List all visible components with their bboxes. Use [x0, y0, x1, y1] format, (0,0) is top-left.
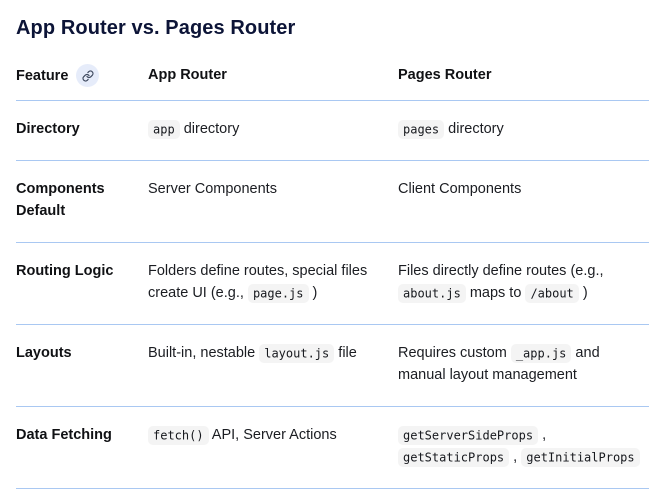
pages-router-cell: Client Components: [398, 181, 522, 197]
inline-code-chip: fetch(): [148, 425, 209, 445]
inline-code-chip: layout.js: [259, 343, 335, 363]
inline-code-chip: app: [148, 119, 180, 139]
app-router-cell: app directory: [148, 101, 398, 160]
table-row: Layouts Built-in, nestable layout.js file…: [16, 324, 649, 406]
feature-label: Directory: [16, 121, 80, 137]
pages-router-cell: Files directly define routes (e.g., abou…: [398, 263, 604, 303]
page-title: App Router vs. Pages Router: [16, 17, 296, 39]
pages-router-cell: pages directory: [398, 101, 649, 160]
app-router-cell: Built-in, nestable layout.js file: [148, 343, 357, 363]
inline-code-chip: _app.js: [510, 343, 572, 363]
table-row: Components Default Server Components Clien…: [16, 160, 649, 242]
feature-header-label: Feature: [16, 67, 69, 84]
pages-router-cell: Requires custom _app.js and manual layou…: [398, 343, 600, 383]
inline-code-chip: getInitialProps: [521, 447, 640, 467]
app-router-cell: Folders define routes, special files cre…: [148, 263, 368, 303]
anchor-link-icon[interactable]: [76, 64, 100, 87]
app-router-cell: Server Components: [148, 181, 277, 197]
inline-code-chip: getServerSideProps: [398, 425, 539, 445]
column-header-feature: Feature: [16, 58, 148, 100]
inline-code-chip: page.js: [247, 283, 309, 303]
table-row: Routing Logic Folders define routes, spec…: [16, 242, 649, 324]
table-row: Data Fetching fetch() API, Server Actions…: [16, 406, 649, 488]
feature-label: Layouts: [16, 345, 72, 361]
inline-code-chip: about.js: [398, 283, 466, 303]
feature-label: Routing Logic: [16, 263, 114, 279]
inline-code-chip: getStaticProps: [398, 447, 510, 467]
app-router-cell: Supports latest React features like Susp…: [148, 489, 398, 496]
inline-code-chip: pages: [398, 119, 445, 139]
column-header-app-router: App Router: [148, 67, 227, 83]
pages-router-cell: Older architecture, fewer modern React f…: [398, 489, 649, 496]
feature-label: Components Default: [16, 181, 105, 219]
feature-label: Data Fetching: [16, 427, 112, 443]
table-row: New FeaturesSupports latest React featur…: [16, 488, 649, 496]
pages-router-cell: getServerSideProps , getStaticProps , ge…: [398, 407, 649, 488]
inline-code-chip: /about: [525, 283, 579, 303]
comparison-table: Feature App Router Pages Router Director…: [16, 58, 649, 496]
feature-label: New Features: [16, 489, 148, 496]
table-header-row: Feature App Router Pages Router: [16, 58, 649, 100]
app-router-cell: fetch() API, Server Actions: [148, 407, 398, 466]
column-header-pages-router: Pages Router: [398, 67, 492, 83]
